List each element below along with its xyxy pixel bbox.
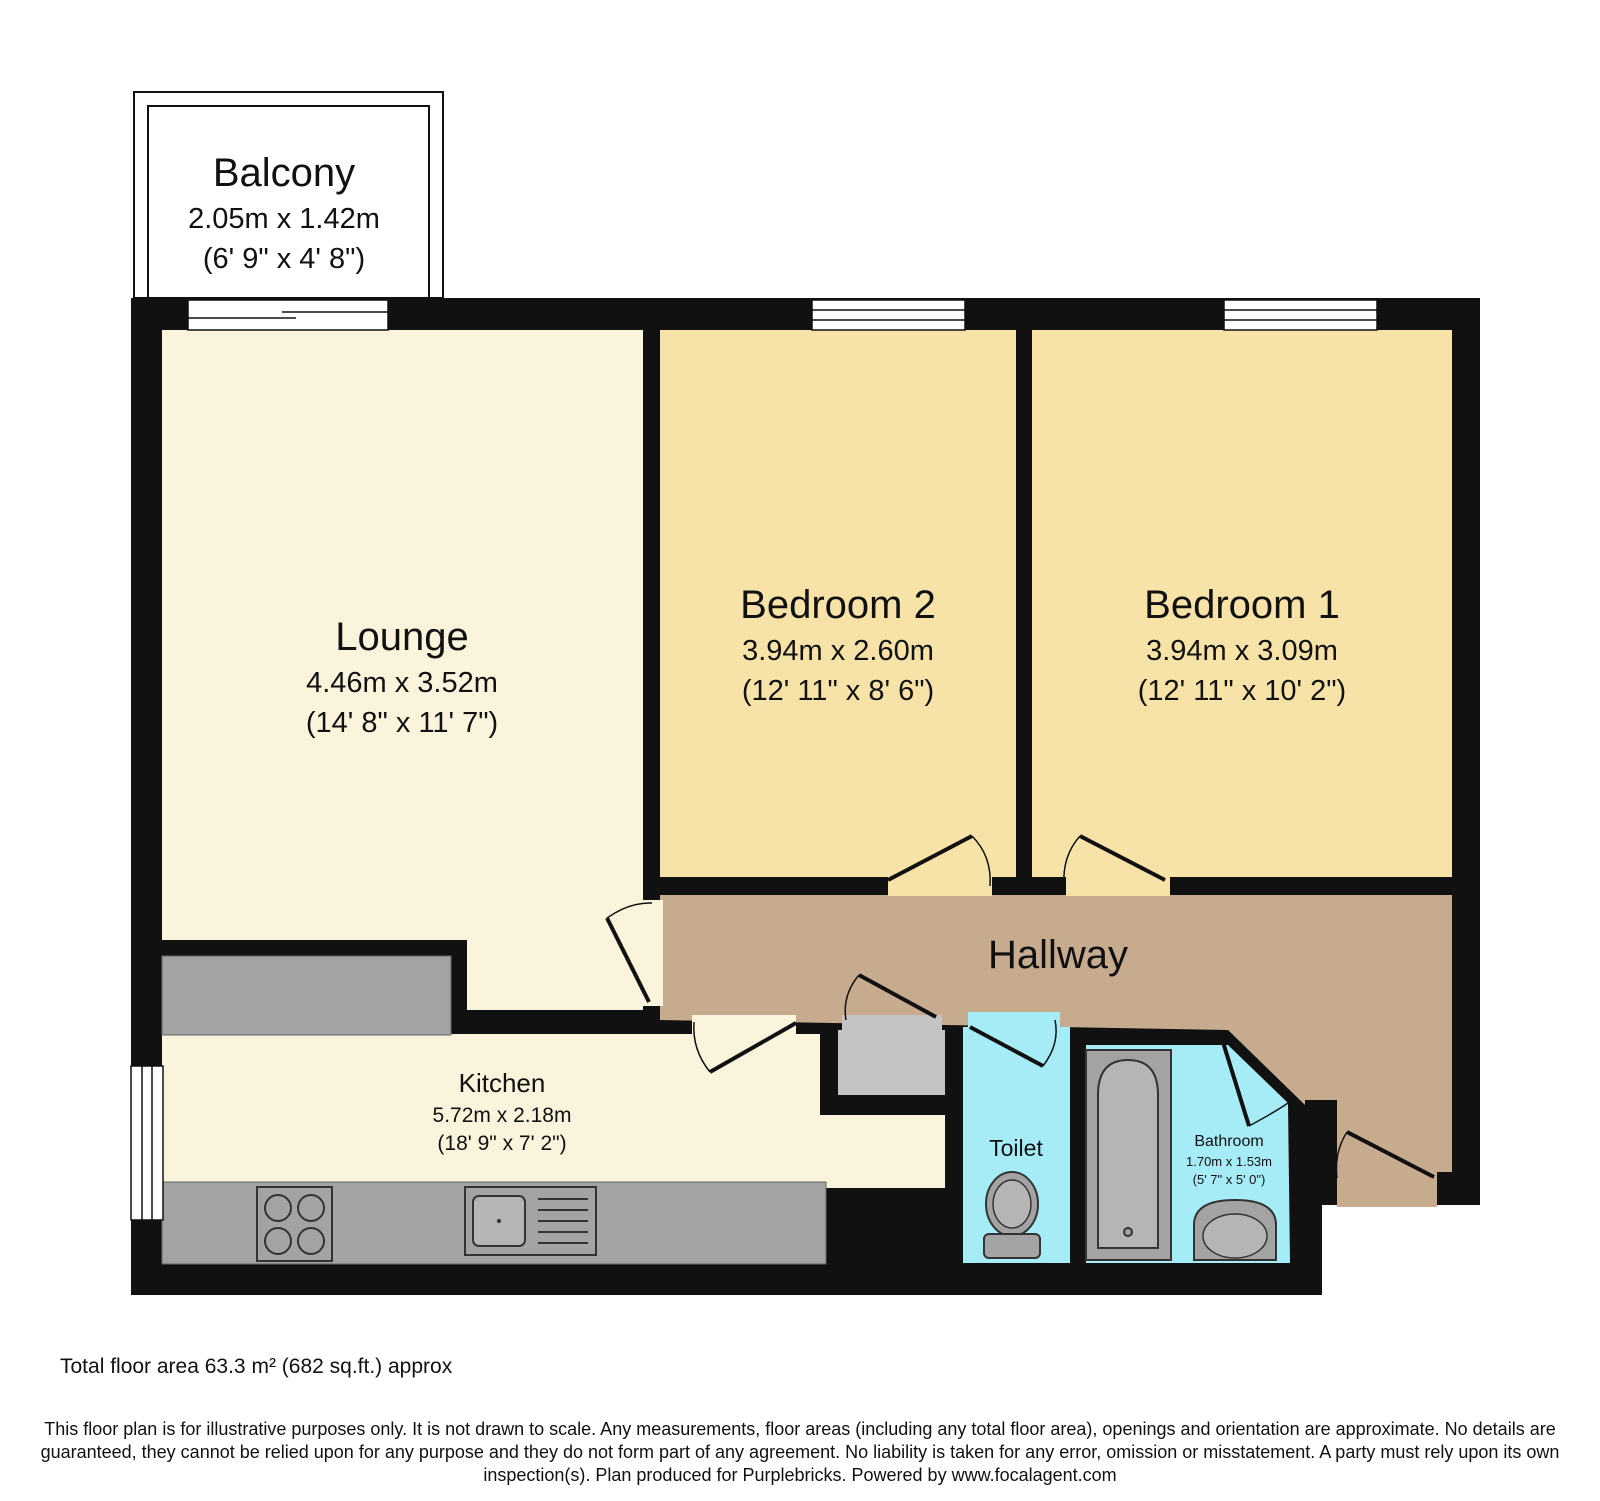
balcony-name: Balcony	[213, 151, 355, 195]
bathroom-imperial: (5' 7" x 5' 0")	[1193, 1172, 1266, 1187]
kitchen-top-worktop	[161, 955, 452, 1036]
kitchen-window	[130, 1065, 164, 1221]
hallway-area	[660, 895, 1452, 1205]
kitchen-imperial: (18' 9" x 7' 2")	[437, 1132, 566, 1155]
total-floor-area: Total floor area 63.3 m² (682 sq.ft.) ap…	[60, 1355, 453, 1378]
bedroom-2-door	[887, 834, 992, 896]
bedroom-2-area	[660, 330, 1016, 877]
bedroom-2-metric: 3.94m x 2.60m	[742, 635, 934, 667]
entrance-door	[1335, 1130, 1437, 1207]
bedroom-1-window	[1223, 299, 1378, 331]
lounge-metric: 4.46m x 3.52m	[306, 667, 498, 699]
lounge-imperial: (14' 8" x 11' 7")	[306, 707, 498, 739]
lounge-balcony-sliding-door	[187, 299, 389, 331]
lounge-name: Lounge	[335, 615, 468, 659]
bedroom-1-area	[1032, 330, 1452, 877]
bedroom-2-name: Bedroom 2	[740, 583, 936, 627]
hob-icon	[256, 1186, 333, 1262]
bathroom-metric: 1.70m x 1.53m	[1186, 1154, 1272, 1169]
cupboard-area	[838, 1030, 945, 1095]
balcony-metric: 2.05m x 1.42m	[188, 203, 380, 235]
bathroom-door	[1220, 1038, 1289, 1127]
hallway-name: Hallway	[988, 933, 1128, 977]
bathroom-name: Bathroom	[1194, 1133, 1263, 1150]
lounge-door	[605, 900, 663, 1006]
sink-icon	[464, 1186, 597, 1256]
kitchen-area	[162, 1034, 945, 1188]
bathroom-label: Bathroom 1.70m x 1.53m (5' 7" x 5' 0")	[1186, 1133, 1272, 1187]
toilet-door	[968, 1012, 1060, 1068]
bedroom-2-imperial: (12' 11" x 8' 6")	[742, 675, 934, 707]
bedroom-2-window	[811, 299, 966, 331]
bedroom-1-label: Bedroom 1 3.94m x 3.09m (12' 11" x 10' 2…	[1138, 583, 1346, 707]
balcony-inner-line	[147, 105, 430, 299]
disclaimer-text: This floor plan is for illustrative purp…	[40, 1419, 1560, 1485]
bedroom-1-metric: 3.94m x 3.09m	[1146, 635, 1338, 667]
bath-icon	[1085, 1049, 1172, 1261]
kitchen-door	[692, 1015, 797, 1074]
wc-icon	[983, 1171, 1041, 1259]
cupboard-door	[842, 973, 942, 1035]
kitchen-label: Kitchen 5.72m x 2.18m (18' 9" x 7' 2")	[433, 1068, 572, 1155]
basin-icon	[1193, 1198, 1277, 1261]
kitchen-name: Kitchen	[459, 1068, 546, 1098]
balcony-area	[133, 91, 444, 299]
kitchen-metric: 5.72m x 2.18m	[433, 1104, 572, 1127]
bedroom-1-imperial: (12' 11" x 10' 2")	[1138, 675, 1346, 707]
toilet-name: Toilet	[989, 1135, 1043, 1161]
balcony-imperial: (6' 9" x 4' 8")	[203, 243, 365, 275]
lounge-area	[162, 330, 643, 1010]
bedroom-1-door	[1063, 834, 1170, 896]
balcony-label: Balcony 2.05m x 1.42m (6' 9" x 4' 8")	[188, 151, 380, 275]
bedroom-1-name: Bedroom 1	[1144, 583, 1340, 627]
lounge-label: Lounge 4.46m x 3.52m (14' 8" x 11' 7")	[306, 615, 498, 739]
bedroom-2-label: Bedroom 2 3.94m x 2.60m (12' 11" x 8' 6"…	[740, 583, 936, 707]
